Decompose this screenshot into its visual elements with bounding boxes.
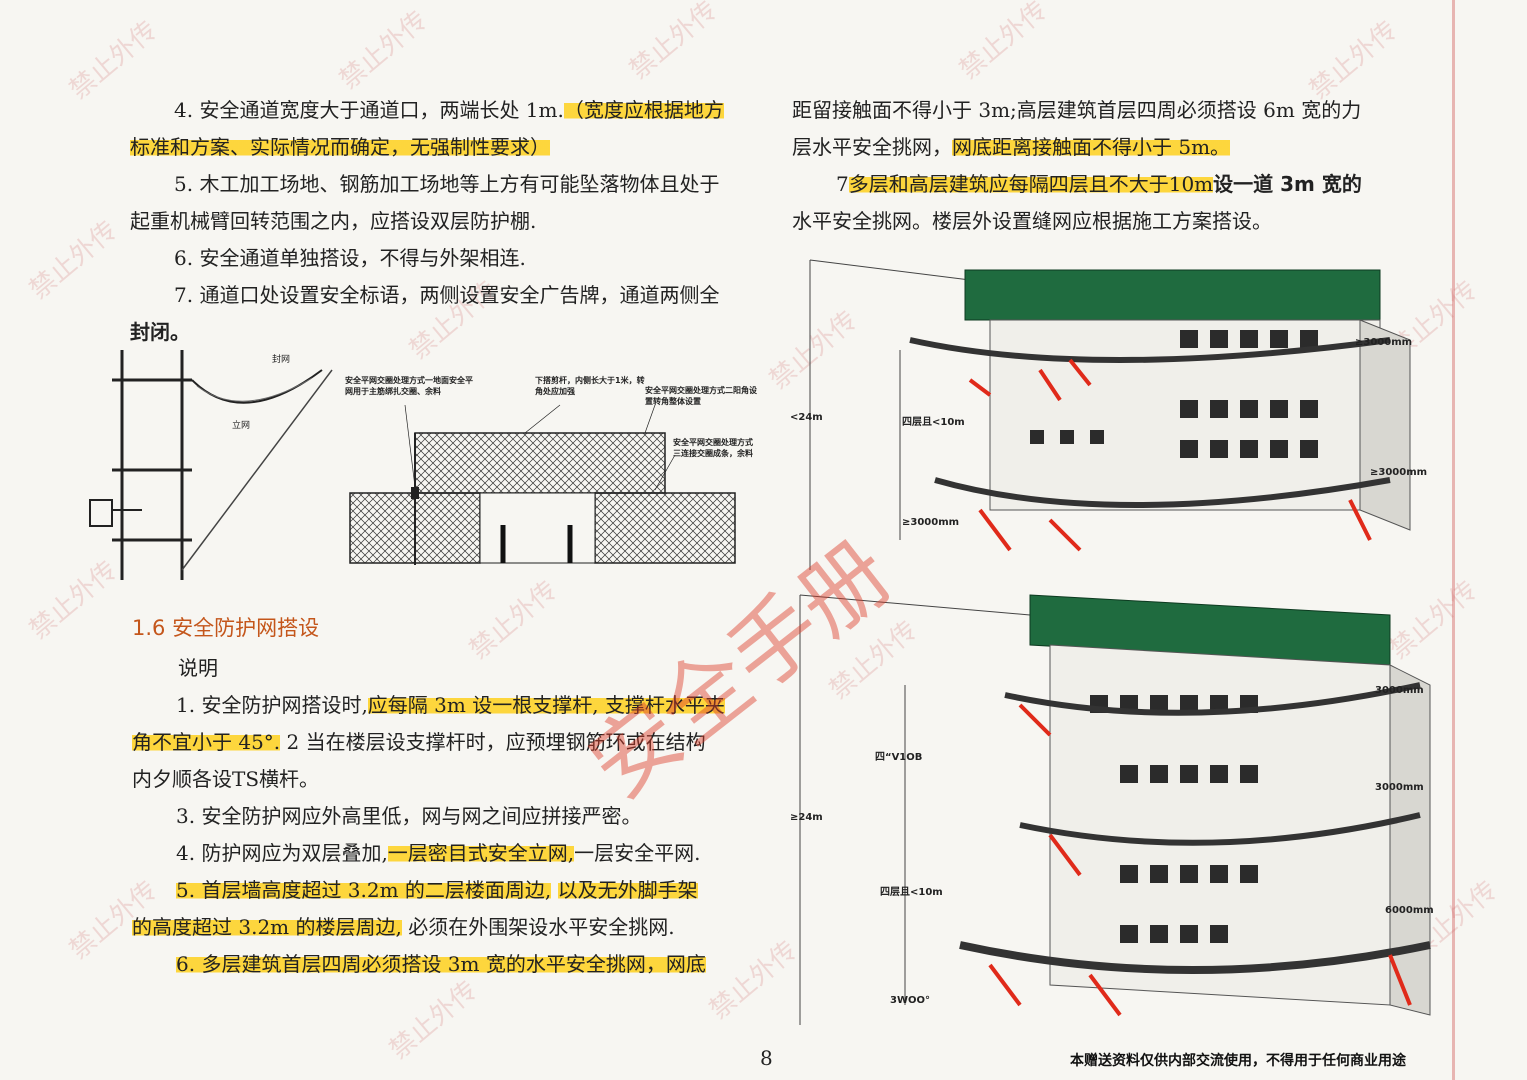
fig-mid-note-top: 下搭剪杆，内侧长大于1米，转角处应加强 [535, 376, 645, 396]
item-4-text: 4. 安全通道宽度大于通道口，两端长处 1m. [174, 98, 564, 122]
p5-text-end: 必须在外围架设水平安全挑网. [408, 915, 675, 939]
section-p3: 3. 安全防护网应外高里低，网与网之间应拼接严密。 [176, 804, 642, 828]
right-line-3-num: 7 [836, 172, 849, 196]
right-line-3-highlight: 多层和高层建筑应每隔四层且不大于10m [848, 172, 1214, 196]
p5-highlight: 5. 首层墙高度超过 3.2m 的二层楼面周边, [176, 878, 552, 902]
section-title: 1.6 安全防护网搭设 [132, 616, 320, 640]
fig-left-label-bottom: 立网 [232, 419, 250, 431]
p5-highlight-2: 以及无外脚手架 [557, 878, 698, 902]
p1-text: 1. 安全防护网搭设时, [176, 693, 368, 717]
scaffold-net-figure: 封网 立网 [89, 350, 333, 580]
p1-highlight-cont: 角不宜小于 45°. [132, 730, 281, 754]
item-6: 6. 安全通道单独搭设，不得与外架相连. [174, 246, 526, 270]
item-4-highlight: （宽度应根据地方 [563, 98, 724, 122]
p5-highlight-3: 的高度超过 3.2m 的楼层周边, [132, 915, 402, 939]
watermark: 禁止外传 [624, 0, 724, 86]
item-7-cont: 封闭。 [130, 320, 190, 344]
fig-left-label-top: 封网 [272, 353, 290, 365]
section-p1-end: 内夕顺各设TS横杆。 [132, 767, 320, 791]
item-4: 4. 安全通道宽度大于通道口，两端长处 1m.（宽度应根据地方 [130, 92, 755, 129]
section-body: 说明 1. 安全防护网搭设时,应每隔 3m 设一根支撑杆, 支撑杆水平夹 角不宜… [132, 650, 757, 983]
bb-label-height: ≥24m [790, 812, 823, 823]
right-line-3: 7多层和高层建筑应每隔四层且不大于10m设一道 3m 宽的 [792, 166, 1442, 203]
bb-label-r1: 3000mm [1375, 685, 1424, 696]
right-line-2-text: 层水平安全挑网， [792, 135, 952, 159]
bb-label-floors-b: 四层且<10m [880, 886, 943, 898]
right-line-1: 距留接触面不得小于 3m;高层建筑首层四周必须搭设 6m 宽的力 [792, 98, 1362, 122]
p4-text: 4. 防护网应为双层叠加, [176, 841, 388, 865]
building-bottom-figure: ≥24m 四“V1OB 四层且<10m 3WOO° 3000mm 3000mm … [790, 594, 1434, 1025]
building-top-figure: <24m 四层且<10m ≥3000mm ≥3000mm ≥3000mm [790, 259, 1427, 570]
item-5-cont: 起重机械臂回转范围之内，应搭设双层防护棚. [130, 209, 537, 233]
p2-text: 2 当在楼层设支撑杆时，应预埋钢筋环或在结构 [286, 730, 706, 754]
bt-label-floors: 四层且<10m [902, 416, 965, 428]
fig-mid-note-right1: 安全平网交圈处理方式二阳角设置转角整体设置 [645, 386, 757, 406]
watermark: 禁止外传 [954, 0, 1054, 86]
section-p6: 6. 多层建筑首层四周必须搭设 3m 宽的水平安全挑网，网底 [132, 946, 757, 983]
bb-label-bottom: 3WOO° [890, 995, 930, 1006]
section-p5: 5. 首层墙高度超过 3.2m 的二层楼面周边, 以及无外脚手架 [132, 872, 757, 909]
p6-highlight: 6. 多层建筑首层四周必须搭设 3m 宽的水平安全挑网，网底 [176, 952, 706, 976]
p4-text-end: 一层安全平网. [574, 841, 701, 865]
watermark: 禁止外传 [334, 5, 434, 96]
bt-label-ge: ≥3000mm [902, 517, 959, 528]
item-5: 5. 木工加工场地、钢筋加工场地等上方有可能坠落物体且处于 [174, 172, 720, 196]
section-intro: 说明 [178, 656, 218, 680]
item-4-cont: 标准和方案、实际情况而确定，无强制性要求） [130, 129, 755, 166]
bt-label-r2: ≥3000mm [1370, 467, 1427, 478]
footer-note: 本赠送资料仅供内部交流使用，不得用于任何商业用途 [1070, 1053, 1406, 1069]
bb-label-r3: 6000mm [1385, 905, 1434, 916]
right-line-4: 水平安全挑网。楼层外设置缝网应根据施工方案搭设。 [792, 209, 1272, 233]
page-edge [1452, 0, 1455, 1080]
watermark: 禁止外传 [24, 215, 124, 306]
right-top-text: 距留接触面不得小于 3m;高层建筑首层四周必须搭设 6m 宽的力 层水平安全挑网… [792, 92, 1442, 240]
right-line-3-text: 设一道 3m 宽的 [1213, 172, 1362, 196]
page-number: 8 [760, 1046, 773, 1070]
fig-mid-note-left: 安全平网交圈处理方式一地面安全平网用于主筋绑扎交圈、余料 [345, 376, 473, 396]
bt-label-r1: ≥3000mm [1355, 337, 1412, 348]
section-p5-cont: 的高度超过 3.2m 的楼层周边, 必须在外围架设水平安全挑网. [132, 909, 757, 946]
section-p1-cont: 角不宜小于 45°. 2 当在楼层设支撑杆时，应预埋钢筋环或在结构 [132, 724, 757, 761]
section-p1: 1. 安全防护网搭设时,应每隔 3m 设一根支撑杆, 支撑杆水平夹 [132, 687, 757, 724]
watermark: 禁止外传 [384, 975, 484, 1066]
right-line-2-highlight: 网底距离接触面不得小于 5m。 [952, 135, 1231, 159]
fig-mid-note-right2: 安全平网交圈处理方式三连接交圈成条，余料 [673, 438, 753, 458]
item-7: 7. 通道口处设置安全标语，两侧设置安全广告牌，通道两侧全 [174, 283, 720, 307]
item-4-highlight-cont: 标准和方案、实际情况而确定，无强制性要求） [130, 135, 550, 159]
bb-label-r2: 3000mm [1375, 782, 1424, 793]
bb-label-floors-a: 四“V1OB [875, 751, 922, 763]
section-p4: 4. 防护网应为双层叠加,一层密目式安全立网,一层安全平网. [132, 835, 757, 872]
bt-label-height: <24m [790, 412, 823, 423]
right-line-2: 层水平安全挑网，网底距离接触面不得小于 5m。 [792, 129, 1442, 166]
left-top-text: 4. 安全通道宽度大于通道口，两端长处 1m.（宽度应根据地方 标准和方案、实际… [130, 92, 755, 351]
net-joint-figure: 安全平网交圈处理方式一地面安全平网用于主筋绑扎交圈、余料 下搭剪杆，内侧长大于1… [345, 376, 757, 565]
p1-highlight: 应每隔 3m 设一根支撑杆, 支撑杆水平夹 [367, 693, 725, 717]
p4-highlight: 一层密目式安全立网, [387, 841, 575, 865]
